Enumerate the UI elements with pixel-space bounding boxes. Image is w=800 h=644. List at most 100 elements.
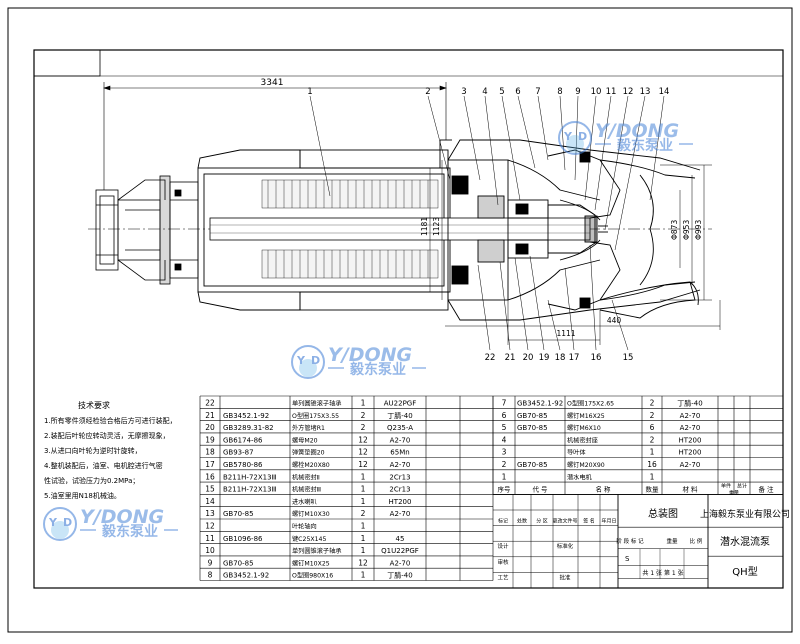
- bom-right-qty: 16: [647, 460, 657, 469]
- approval-label: 批准: [559, 573, 571, 581]
- bom-left-no: 16: [205, 472, 215, 481]
- bom-left-no: 10: [205, 546, 215, 555]
- callout-number: 2: [425, 87, 430, 97]
- bom-left-name: 叶轮轴向: [292, 523, 317, 531]
- callout-number: 7: [535, 87, 540, 97]
- bom-left-code: GB3452.1-92: [223, 412, 269, 420]
- bom-left-name: 弹簧垫圈20: [292, 449, 325, 457]
- bom-header-material: 材 料: [682, 485, 698, 494]
- dim-outlet-d993: Φ993: [694, 220, 703, 240]
- overall-length-label: 3341: [261, 78, 284, 88]
- bom-left-qty: 2: [361, 411, 366, 420]
- bom-right-code: GB3452.1-92: [517, 400, 563, 408]
- bom-right-name: O型圈175X2.65: [567, 400, 614, 408]
- logo-letter-y: Y: [48, 516, 58, 529]
- stator-winding-top: [261, 179, 439, 209]
- bom-left-code: GB70-85: [223, 559, 254, 567]
- bom-left-no: 9: [208, 558, 213, 567]
- revision-header: 年月日: [601, 518, 616, 525]
- revision-header: 标记: [498, 518, 508, 525]
- callout-number: 13: [640, 87, 651, 97]
- bom-left-code: B211H-72X13Ⅲ: [223, 473, 277, 481]
- bom-left-no: 20: [205, 423, 215, 432]
- product-name: 潜水混流泵: [720, 535, 770, 548]
- role-label: 审核: [497, 558, 509, 566]
- diameter-dimensions: [429, 160, 712, 301]
- bom-right-name: 导叶体: [567, 449, 586, 457]
- bom-left-no: 14: [205, 497, 215, 506]
- brand-latin-name: Y/DONG: [80, 506, 164, 528]
- bom-left-name: 机械密封Ⅲ: [292, 486, 321, 494]
- dim-outlet-d873: Φ873: [670, 220, 679, 240]
- inner-frame: [33, 49, 784, 589]
- bom-left-name: 进水喇叭: [292, 498, 317, 506]
- cable-gland-assembly: [95, 175, 199, 285]
- bom-left-material: A2-70: [390, 436, 411, 444]
- bom-left-material: HT200: [389, 498, 412, 506]
- callout-number: 19: [539, 353, 550, 363]
- bom-right-no: 2: [502, 460, 507, 469]
- bom-header-unit: 单件: [721, 483, 731, 490]
- bom-right-material: A2-70: [680, 424, 701, 432]
- callout-number: 17: [569, 353, 580, 363]
- callout-number: 15: [623, 353, 634, 363]
- bom-left-code: GB93-87: [223, 449, 254, 457]
- callout-number: 3: [461, 87, 466, 97]
- bom-right-qty: 2: [650, 399, 655, 408]
- bom-left-qty: 2: [361, 509, 366, 518]
- logo-letter-d: D: [578, 130, 587, 143]
- callout-number: 10: [591, 87, 602, 97]
- bom-left-code: B211H-72X13Ⅲ: [223, 486, 277, 494]
- bom-right-name: 螺钉M16X25: [567, 412, 605, 420]
- callout-number: 9: [575, 87, 580, 97]
- stage-header: 重量: [666, 537, 678, 545]
- bom-left-material: AU22PGF: [384, 400, 417, 408]
- brand-latin-name: Y/DONG: [595, 120, 679, 142]
- bom-left-material: 丁腈-40: [387, 571, 412, 580]
- revision-header: 分 区: [536, 518, 548, 525]
- callout-leaders: [309, 95, 665, 351]
- corner-code-box: [33, 49, 101, 77]
- bom-left-no: 18: [205, 448, 215, 457]
- title-block: 标记处数分 区更改文件号签 名年月日设计审核工艺标准化批准总装图阶 段 标 记重…: [493, 493, 790, 589]
- bom-right-qty: 1: [650, 448, 655, 457]
- role-label: 设计: [497, 542, 509, 550]
- bom-left-name: O型圈175X3.55: [292, 412, 339, 420]
- bom-right-qty: 1: [650, 472, 655, 481]
- bom-left-code: GB1096-86: [223, 535, 263, 543]
- bom-left-material: 45: [396, 535, 405, 543]
- callout-number: 12: [623, 87, 634, 97]
- stator-winding-bottom: [261, 249, 439, 279]
- brand-chinese-name: 毅东泵业: [616, 137, 673, 154]
- impeller-hub: [547, 204, 608, 254]
- bom-right-no: 5: [502, 423, 507, 432]
- pump-shaft: [209, 217, 591, 241]
- standardization-label: 标准化: [557, 542, 574, 550]
- bom-left-material: 丁腈-40: [387, 411, 412, 420]
- brand-chinese-name: 毅东泵业: [349, 361, 406, 378]
- callout-number: 8: [557, 87, 562, 97]
- callout-number: 22: [485, 353, 496, 363]
- callout-number: 5: [499, 87, 504, 97]
- bottom-dimensions: [445, 300, 721, 345]
- bom-left-qty: 1: [361, 497, 366, 506]
- callout-number: 21: [505, 353, 516, 363]
- dim-440: 440: [607, 316, 622, 325]
- bom-left-material: A2-70: [390, 461, 411, 469]
- bom-left-material: A2-70: [390, 559, 411, 567]
- bom-header-total: 总计: [737, 483, 747, 490]
- bom-right-material: HT200: [679, 436, 702, 444]
- bom-left-no: 15: [205, 485, 215, 494]
- bom-left-name: 单列圆锥滚子轴承: [292, 400, 342, 408]
- bom-right-name: 机械密封座: [567, 436, 598, 444]
- tech-note-line: 5.油室里用N18机械油。: [44, 491, 121, 500]
- bom-left-material: Q1U22PGF: [381, 547, 419, 555]
- tech-note-line: 1.所有零件须经检验合格后方可进行装配，: [44, 416, 177, 425]
- bom-header-weight: 重量: [729, 490, 739, 497]
